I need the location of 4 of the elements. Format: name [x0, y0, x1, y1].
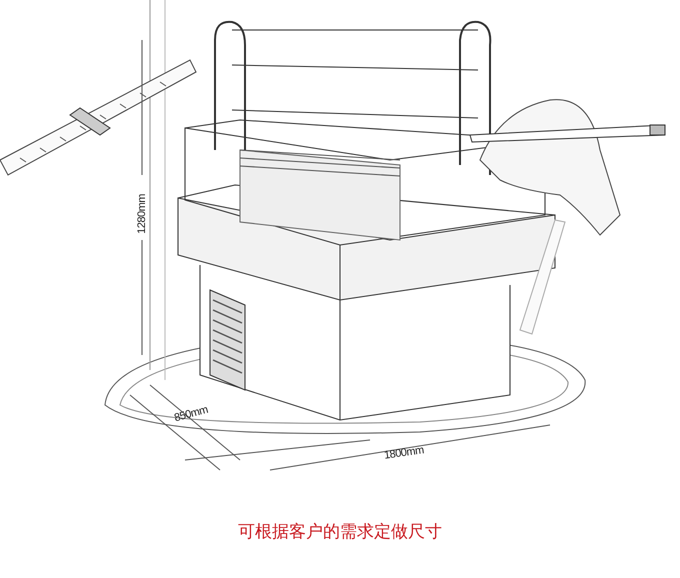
dimension-label: 850mm: [173, 404, 210, 424]
dimension-label: 1800mm: [383, 444, 424, 462]
dimension-label: 1280mm: [136, 194, 148, 234]
caption: 可根据客户的需求定做尺寸: [237, 521, 443, 543]
